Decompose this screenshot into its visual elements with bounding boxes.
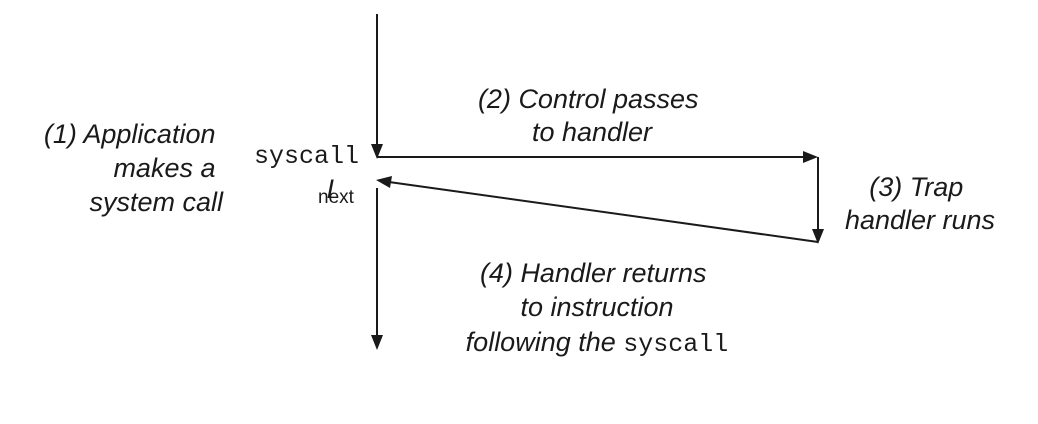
step1-label: (1) Application makes a system call bbox=[44, 119, 224, 217]
step3-line1: (3) Trap bbox=[869, 172, 963, 202]
step4-line2: to instruction bbox=[520, 292, 673, 322]
arrow-into-syscall bbox=[371, 14, 383, 159]
step4-line3-text: following the bbox=[466, 327, 624, 357]
step3-label: (3) Trap handler runs bbox=[845, 172, 995, 235]
step1-line1: (1) Application bbox=[44, 119, 216, 149]
arrow-control-to-handler bbox=[377, 151, 818, 163]
step1-line3: system call bbox=[89, 187, 224, 217]
step4-line3: following the syscall bbox=[466, 327, 729, 359]
step4-line1: (4) Handler returns bbox=[480, 258, 707, 288]
inext-main: I bbox=[326, 174, 334, 204]
arrow-after-inext bbox=[371, 188, 383, 350]
step2-label: (2) Control passes to handler bbox=[478, 84, 706, 147]
step4-label: (4) Handler returns to instruction bbox=[480, 258, 714, 322]
step3-line2: handler runs bbox=[845, 205, 995, 235]
inext-instruction: I bbox=[326, 174, 334, 204]
syscall-instruction: syscall bbox=[254, 142, 359, 171]
step1-line2: makes a bbox=[113, 153, 215, 183]
inext-subscript: next bbox=[318, 187, 355, 208]
arrow-handler-returns bbox=[376, 176, 819, 243]
step4-line3-code: syscall bbox=[623, 330, 728, 359]
step2-line2: to handler bbox=[532, 117, 653, 147]
step2-line1: (2) Control passes bbox=[478, 84, 699, 114]
arrow-handler-runs bbox=[812, 157, 824, 244]
